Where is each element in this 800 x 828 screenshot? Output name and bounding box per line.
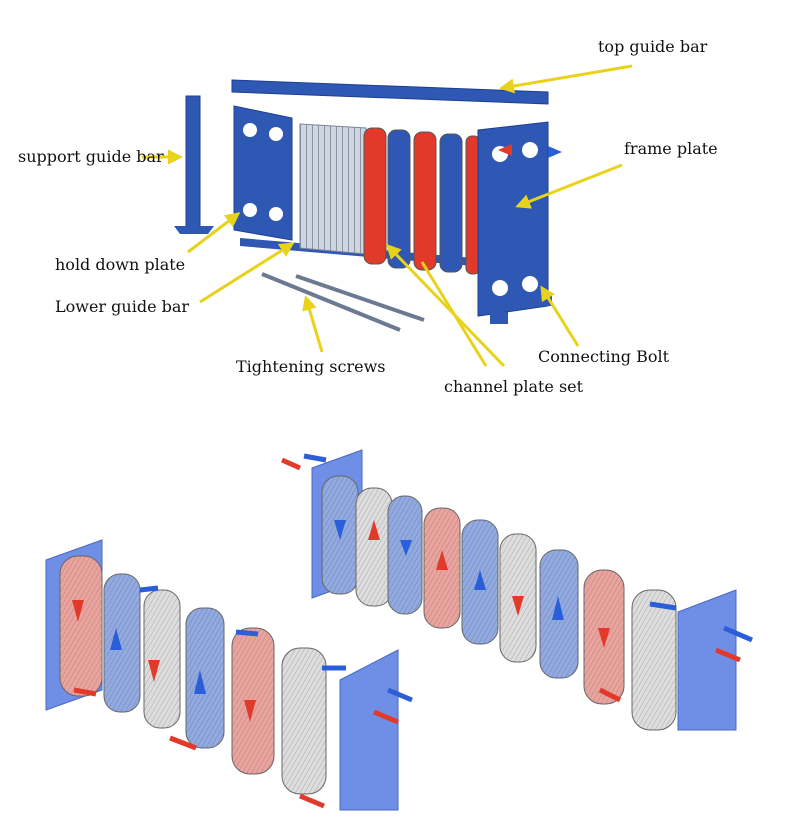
hold-down-plate-shape xyxy=(233,105,293,241)
support-foot xyxy=(174,226,214,234)
exploded-view-left xyxy=(45,539,413,811)
channel-plate-set-shape xyxy=(363,127,481,275)
flow-arrows-left xyxy=(72,585,413,809)
support-guide-bar-label: support guide bar xyxy=(18,147,164,166)
tightening-screw-2 xyxy=(295,274,425,322)
flow-arrows-right xyxy=(280,453,753,703)
channel-plate-set-label: channel plate set xyxy=(444,377,584,396)
exploded-view-right xyxy=(280,449,753,731)
lower-guide-bar-label: Lower guide bar xyxy=(55,297,189,316)
plate-stack-left xyxy=(59,555,327,795)
tightening-screws-label: Tightening screws xyxy=(236,357,385,376)
assembled-heat-exchanger xyxy=(174,79,562,332)
end-plate-right-left-view xyxy=(339,649,399,811)
connecting-bolt-label: Connecting Bolt xyxy=(538,347,670,366)
label-pointers xyxy=(142,64,633,368)
end-plate-front xyxy=(677,589,737,731)
hold-down-plate-label: hold down plate xyxy=(55,255,185,274)
tightening-screw-1 xyxy=(261,272,401,332)
top-guide-bar-shape xyxy=(231,79,549,105)
frame-plate-label: frame plate xyxy=(624,139,718,158)
support-guide-bar-shape xyxy=(185,95,201,229)
fin-pack xyxy=(299,123,367,255)
top-guide-bar-label: top guide bar xyxy=(598,37,708,56)
